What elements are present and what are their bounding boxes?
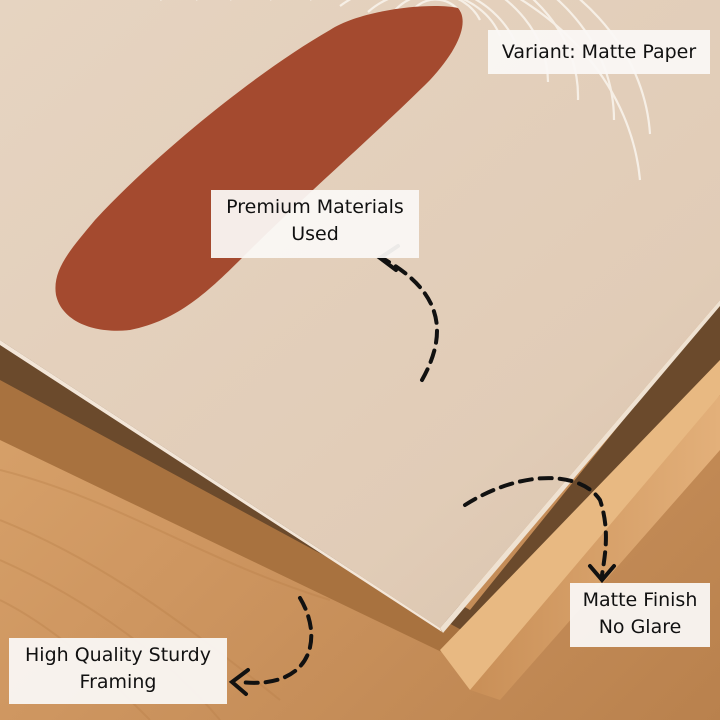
- callout-framing-line1: High Quality Sturdy: [25, 644, 211, 666]
- callout-variant: Variant: Matte Paper: [488, 30, 710, 74]
- callout-premium-line1: Premium Materials: [226, 196, 404, 218]
- callout-framing-line2: Framing: [79, 671, 157, 693]
- arrow-head-matte: [588, 564, 616, 584]
- arrow-head-framing: [228, 668, 250, 696]
- frame-side-right: [470, 395, 720, 700]
- callout-premium-line2: Used: [291, 223, 339, 245]
- callout-matte-finish: Matte Finish No Glare: [570, 583, 710, 647]
- callout-variant-text: Variant: Matte Paper: [501, 41, 697, 63]
- callout-matte-line2: No Glare: [598, 616, 682, 638]
- dashed-arrow-framing: [238, 596, 314, 685]
- dashed-arrow-matte: [463, 476, 608, 577]
- dashed-arrow-premium: [380, 256, 439, 382]
- frame-top-edge: [440, 360, 720, 690]
- paper-edge-right: [440, 300, 720, 633]
- callout-sturdy-framing: High Quality Sturdy Framing: [9, 638, 227, 704]
- callout-premium-materials: Premium Materials Used: [211, 190, 419, 258]
- brush-stroke: [55, 6, 463, 331]
- callout-matte-line1: Matte Finish: [582, 589, 698, 611]
- paper-edge-highlight: [0, 340, 442, 632]
